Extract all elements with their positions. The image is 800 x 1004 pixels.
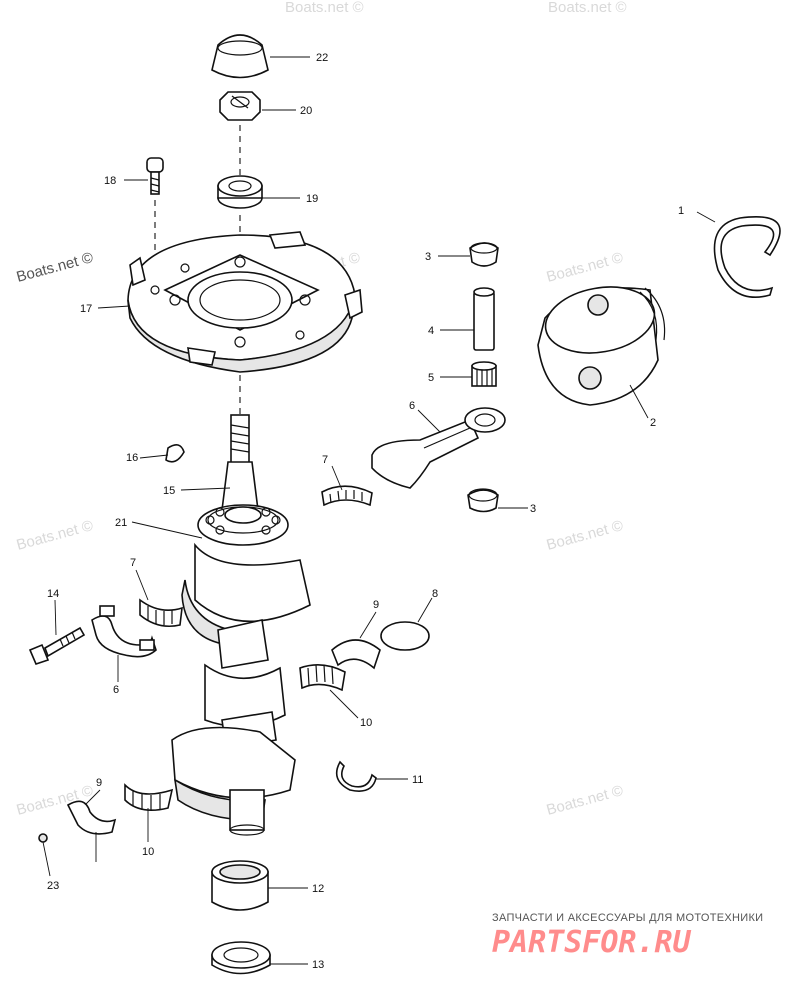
callout-label-17: 17: [80, 303, 92, 315]
part-roller-bearing: [211, 860, 269, 911]
part-bearing-half: [66, 800, 117, 835]
callout-label-14: 14: [47, 588, 59, 600]
part-crankshaft: [171, 414, 311, 836]
part-screw: [28, 626, 86, 665]
part-connecting-rod: [371, 407, 506, 489]
part-woodruff-key: [165, 444, 185, 463]
callout-label-23: 23: [47, 880, 59, 892]
callout-labels: 1 2 3 3 4 5 6 6 7 7 8 9 9 10 10 11 12 13…: [47, 52, 684, 971]
part-wrist-pin: [473, 287, 495, 351]
watermark: Boats.net ©: [545, 782, 625, 819]
callout-label-11: 11: [412, 774, 423, 786]
brand-logo: ЗАПЧАСТИ И АКСЕССУАРЫ ДЛЯ МОТОТЕХНИКИ PA…: [492, 912, 763, 960]
callout-label-19: 19: [306, 193, 318, 205]
brand-name: PARTSFOR.RU: [492, 925, 692, 960]
callout-label-4: 4: [428, 325, 434, 337]
part-snap-ring: [335, 760, 377, 792]
watermark: Boats.net ©: [548, 0, 627, 16]
watermark: Boats.net ©: [545, 517, 625, 554]
part-wrist-bearing: [471, 361, 497, 387]
callout-label-6: 6: [113, 684, 119, 696]
callout-label-18: 18: [104, 175, 116, 187]
part-needle-bearing: [299, 664, 346, 692]
callout-label-6: 6: [409, 400, 415, 412]
part-thrust-washer: [467, 488, 499, 513]
part-rod-cap: [91, 605, 157, 658]
part-bearing-half: [331, 639, 381, 670]
callout-label-9: 9: [96, 777, 102, 789]
part-nut: [219, 91, 261, 121]
part-needle-bearing: [139, 598, 183, 628]
part-dowel-pin: [38, 833, 48, 843]
callout-label-8: 8: [432, 588, 438, 600]
part-needle-bearing: [124, 783, 174, 811]
part-retaining-ring: [380, 621, 430, 651]
callout-label-15: 15: [163, 485, 175, 497]
callout-label-10: 10: [360, 717, 372, 729]
part-piston-ring: [713, 216, 781, 299]
callout-label-5: 5: [428, 372, 434, 384]
callout-label-9: 9: [373, 599, 379, 611]
part-stator-plate: [127, 231, 363, 373]
brand-tagline: ЗАПЧАСТИ И АКСЕССУАРЫ ДЛЯ МОТОТЕХНИКИ: [492, 912, 763, 924]
watermark: Boats.net ©: [285, 0, 364, 16]
callout-label-21: 21: [115, 517, 127, 529]
part-seal: [217, 175, 263, 209]
callout-label-3: 3: [530, 503, 536, 515]
leader-lines: [42, 56, 716, 965]
part-thrust-washer: [469, 242, 499, 267]
watermark: Boats.net ©: [15, 249, 95, 286]
callout-label-13: 13: [312, 959, 324, 971]
watermarks: Boats.net © Boats.net © Boats.net © Boat…: [15, 0, 627, 819]
callout-label-3: 3: [425, 251, 431, 263]
part-lower-seal: [211, 941, 271, 975]
part-bolt: [146, 157, 164, 195]
callout-label-7: 7: [130, 557, 136, 569]
watermark: Boats.net ©: [15, 517, 95, 554]
callout-label-22: 22: [316, 52, 328, 64]
part-needle-bearing: [321, 485, 373, 507]
callout-label-12: 12: [312, 883, 324, 895]
callout-label-1: 1: [678, 205, 684, 217]
callout-label-7: 7: [322, 454, 328, 466]
callout-label-10: 10: [142, 846, 154, 858]
part-cap: [211, 34, 269, 79]
callout-label-20: 20: [300, 105, 312, 117]
watermark: Boats.net ©: [545, 249, 625, 286]
part-piston: [537, 286, 666, 406]
callout-label-16: 16: [126, 452, 138, 464]
callout-label-2: 2: [650, 417, 656, 429]
